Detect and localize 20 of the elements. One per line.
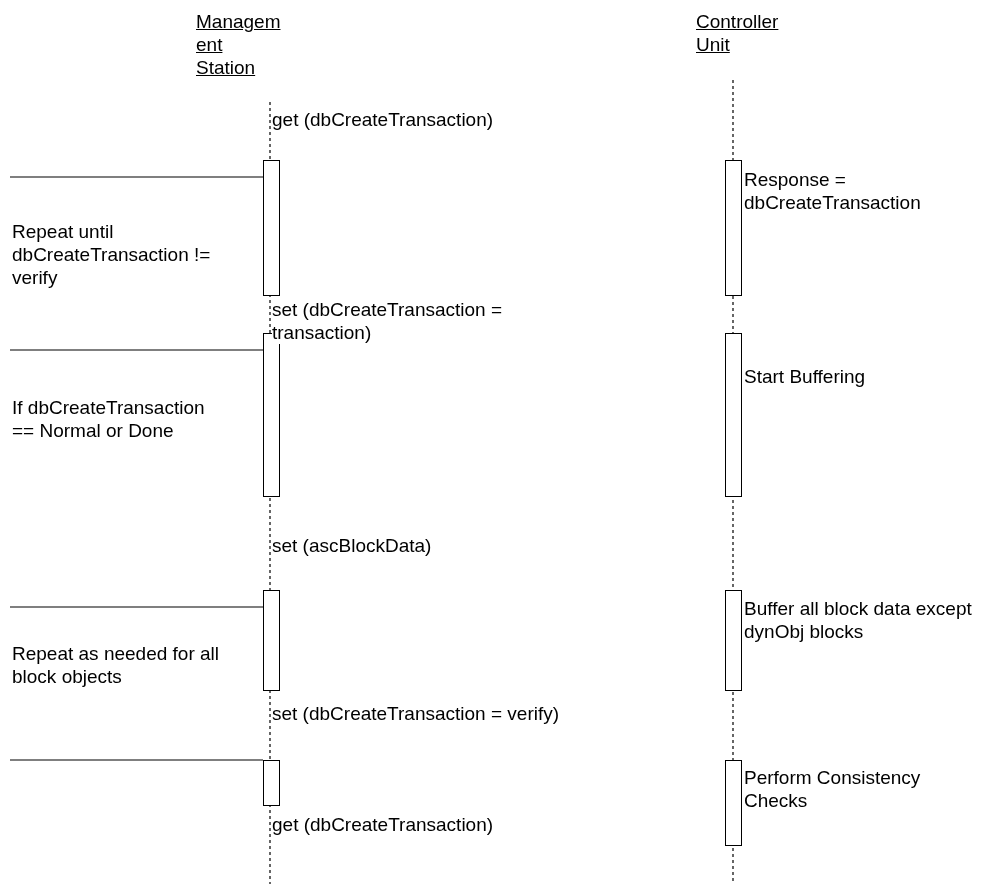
activation-bar (725, 760, 742, 846)
activation-bar (263, 590, 280, 691)
activation-bar (725, 590, 742, 691)
note-text: Start Buffering (744, 365, 867, 388)
line (9, 759, 264, 761)
lifeline-header: Controller Unit (696, 10, 786, 56)
activation-bar (725, 160, 742, 296)
note-text: Repeat as needed for all block objects (12, 642, 221, 688)
note-text: Repeat until dbCreateTransaction != verify (12, 220, 212, 289)
activation-bar (263, 760, 280, 806)
activation-bar (263, 160, 280, 296)
note-text: Buffer all block data except dynObj blocks (744, 597, 973, 643)
line (9, 176, 264, 178)
note-text: Response = dbCreateTransaction (744, 168, 922, 214)
line (9, 606, 264, 608)
note-text: Perform Consistency Checks (744, 766, 922, 812)
lifeline-header: Management Station (196, 10, 284, 79)
activation-bar (725, 333, 742, 497)
line (9, 349, 264, 351)
note-text: If dbCreateTransaction == Normal or Done (12, 396, 206, 442)
